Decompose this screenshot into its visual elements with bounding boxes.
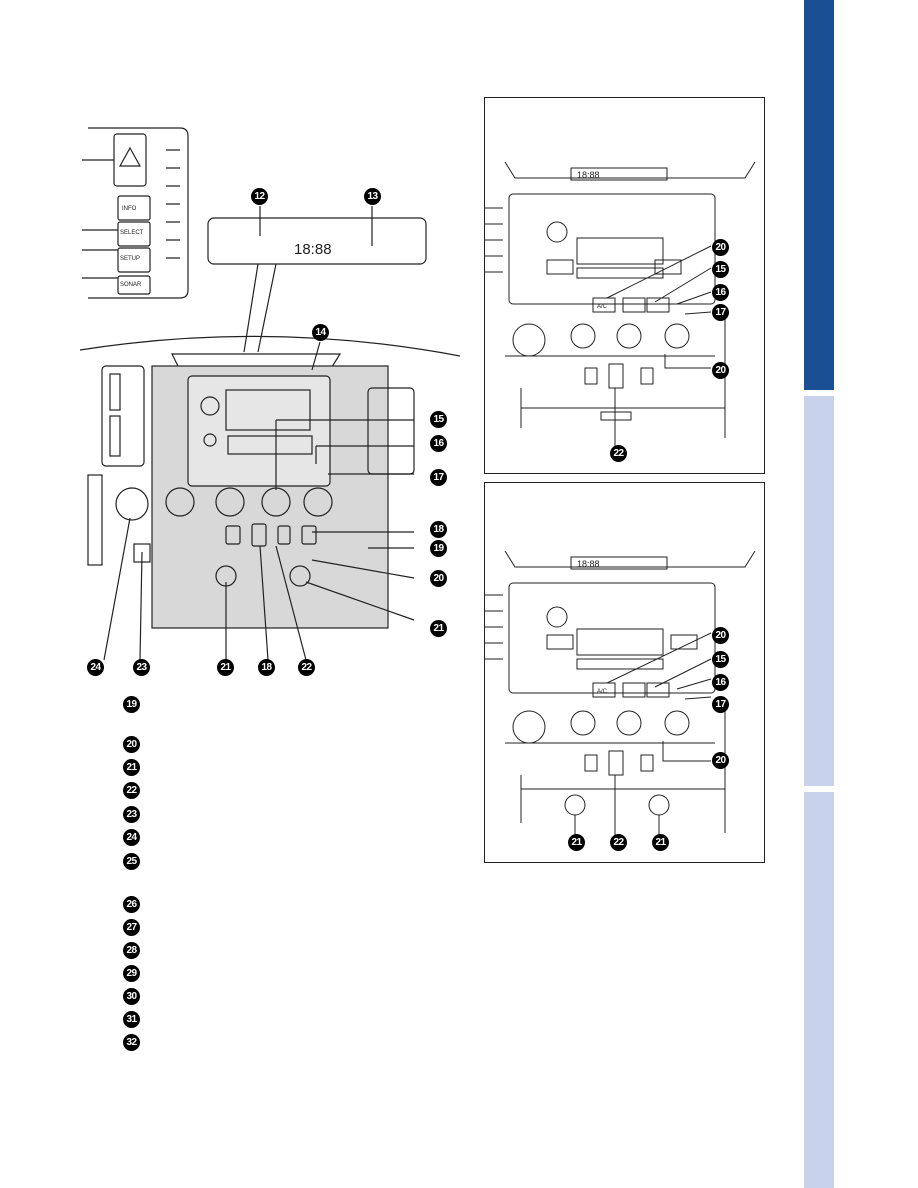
callout-18: 18 [258, 659, 275, 676]
callout-20: 20 [712, 239, 729, 256]
legend-number: 28 [123, 942, 140, 959]
svg-text:INFO: INFO [122, 206, 137, 212]
callout-15: 15 [712, 651, 729, 668]
callout-17: 17 [712, 304, 729, 321]
svg-text:SELECT: SELECT [120, 230, 144, 236]
legend-number: 26 [123, 896, 140, 913]
callout-22: 22 [610, 834, 627, 851]
callout-14: 14 [312, 324, 329, 341]
callout-15: 15 [712, 261, 729, 278]
legend-number: 30 [123, 988, 140, 1005]
svg-text:A/C: A/C [597, 304, 608, 310]
callout-20: 20 [430, 570, 447, 587]
svg-text:SETUP: SETUP [120, 256, 140, 262]
callout-23: 23 [133, 659, 150, 676]
legend-number: 25 [123, 853, 140, 870]
callout-24: 24 [87, 659, 104, 676]
legend-number: 29 [123, 965, 140, 982]
callout-21: 21 [568, 834, 585, 851]
callout-21: 21 [217, 659, 234, 676]
callout-22: 22 [298, 659, 315, 676]
callout-20: 20 [712, 627, 729, 644]
callout-17: 17 [712, 696, 729, 713]
callout-21: 21 [430, 620, 447, 637]
side-tab-2[interactable] [804, 396, 834, 786]
legend-number: 21 [123, 759, 140, 776]
callout-20: 20 [712, 362, 729, 379]
callout-15: 15 [430, 411, 447, 428]
callout-19: 19 [430, 540, 447, 557]
side-tab-1[interactable] [804, 0, 834, 390]
callout-13: 13 [364, 188, 381, 205]
legend-number: 32 [123, 1034, 140, 1051]
callout-22: 22 [610, 445, 627, 462]
legend-number: 22 [123, 782, 140, 799]
legend-number: 24 [123, 829, 140, 846]
callout-16: 16 [430, 435, 447, 452]
legend-number: 27 [123, 919, 140, 936]
legend-number: 19 [123, 696, 140, 713]
svg-text:18:88: 18:88 [577, 170, 600, 180]
callout-12: 12 [251, 188, 268, 205]
legend-number: 31 [123, 1011, 140, 1028]
callout-21: 21 [652, 834, 669, 851]
climate-panel-bottom-illustration: 18:88 A/C [485, 550, 756, 835]
svg-text:SONAR: SONAR [120, 282, 142, 288]
climate-panel-top-illustration: 18:88 A/C [485, 161, 756, 452]
callout-20: 20 [712, 752, 729, 769]
svg-text:18:88: 18:88 [577, 559, 600, 569]
callout-16: 16 [712, 284, 729, 301]
legend-number: 23 [123, 806, 140, 823]
side-tab-3[interactable] [804, 792, 834, 1188]
climate-panel-bottom: 18:88 A/C [484, 482, 765, 863]
callout-17: 17 [430, 469, 447, 486]
svg-text:A/C: A/C [597, 689, 608, 695]
callout-18: 18 [430, 521, 447, 538]
svg-text:18:88: 18:88 [294, 241, 332, 258]
dashboard-illustration: INFO SELECT SETUP SONAR 18:88 [80, 127, 460, 661]
callout-16: 16 [712, 674, 729, 691]
legend-number: 20 [123, 736, 140, 753]
